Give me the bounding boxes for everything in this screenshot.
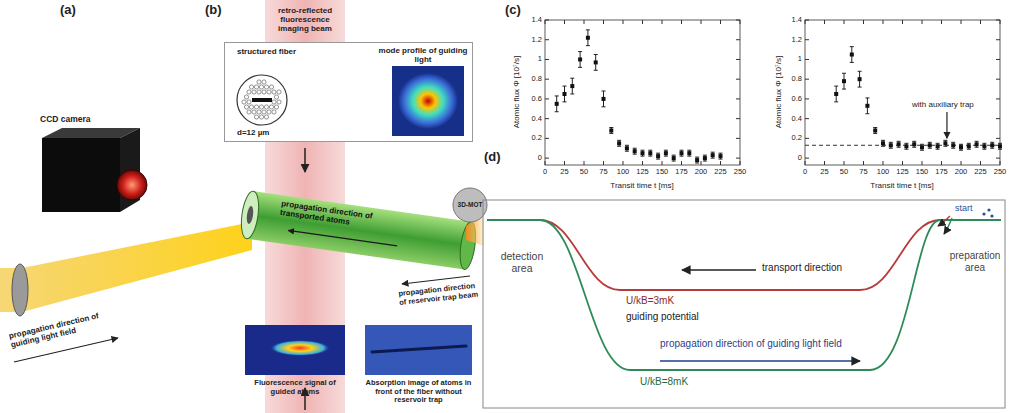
mot-cloud <box>453 188 487 222</box>
panel-label: (b) <box>205 3 222 18</box>
deep-potential <box>487 220 1001 370</box>
axis-tick: 0.6 <box>792 95 802 104</box>
axis-title: Transit time t [ms] <box>870 181 933 190</box>
axis-tick: 150 <box>916 168 929 177</box>
axis-tick: 225 <box>714 168 727 177</box>
axis-tick: 250 <box>994 168 1007 177</box>
image-caption: Fluorescence signal of guided atoms <box>243 379 347 396</box>
axis-tick: 25 <box>560 168 568 177</box>
panel-label: (a) <box>60 3 76 18</box>
direction-label: propagation direction of guiding light f… <box>660 338 842 350</box>
depth-label: U/kB=3mK <box>626 295 674 307</box>
shallow-potential <box>487 220 1001 290</box>
panel-label: (d) <box>484 150 501 165</box>
guiding-beam <box>0 222 252 312</box>
fluorescence-signal <box>270 340 330 356</box>
depth-label: U/kB=8mK <box>640 376 688 388</box>
absorption-image <box>365 325 472 375</box>
axis-title: Transit time t [ms] <box>610 181 673 190</box>
fiber-cross-section <box>237 75 287 125</box>
camera-label: CCD camera <box>40 115 91 125</box>
dimension-label: d=12 µm <box>237 128 269 137</box>
fiber-core <box>252 98 272 102</box>
axis-tick: 250 <box>734 168 747 177</box>
axis-tick: 75 <box>599 168 607 177</box>
beam-label: retro-reflected fluorescence imaging bea… <box>266 6 344 34</box>
axis-tick: 100 <box>877 168 890 177</box>
mode-profile <box>392 66 464 136</box>
inset-box: structured fiber mode profile of guiding … <box>224 42 473 142</box>
hollow-fiber <box>239 190 478 270</box>
flux-plot <box>805 20 1002 165</box>
axis-tick: 1.2 <box>792 35 802 44</box>
axis-tick: 175 <box>675 168 688 177</box>
axis-tick: 0 <box>798 154 802 163</box>
beam-arrow <box>304 148 306 172</box>
axis-tick: 50 <box>840 168 848 177</box>
mot-label: 3D-MOT <box>458 201 483 208</box>
axis-tick: 0.4 <box>792 114 802 123</box>
absorption-signal <box>372 346 466 352</box>
potential-label: guiding potential <box>626 311 699 323</box>
axis-tick: 150 <box>656 168 669 177</box>
axis-tick: 0.8 <box>532 75 542 84</box>
image-caption: Absorption image of atoms in front of th… <box>362 379 475 405</box>
inset-title: structured fiber <box>237 47 296 56</box>
axis-tick: 225 <box>974 168 987 177</box>
axis-tick: 1.4 <box>532 16 542 25</box>
area-label: preparation area <box>947 250 1003 273</box>
area-label: detection area <box>492 250 552 274</box>
axis-tick: 200 <box>695 168 708 177</box>
transport-label: propagation direction of transported ato… <box>279 199 405 235</box>
axis-tick: 0.6 <box>532 95 542 104</box>
axis-tick: 125 <box>636 168 649 177</box>
flux-plot <box>545 20 740 165</box>
axis-tick: 175 <box>935 168 948 177</box>
camera-body <box>42 138 120 212</box>
axis-tick: 1 <box>798 55 802 64</box>
axis-tick: 0 <box>543 168 547 177</box>
start-arrow <box>938 216 950 226</box>
start-arrow <box>944 218 952 234</box>
plots <box>545 20 1002 165</box>
axis-tick: 1 <box>538 55 542 64</box>
direction-label: transport direction <box>762 262 842 274</box>
axis-title: Atomic flux Φ [10⁷/s] <box>512 56 521 128</box>
annotation: with auxiliary trap <box>912 100 974 109</box>
axis-tick: 0.4 <box>532 114 542 123</box>
inset-title: mode profile of guiding light <box>377 46 469 64</box>
lens <box>12 264 28 316</box>
transport-arrow <box>682 269 756 271</box>
beam-direction-label: propagation direction of guiding light f… <box>8 306 124 350</box>
fluorescence-image <box>245 325 345 375</box>
panel-frame <box>483 200 1005 408</box>
axis-tick: 0 <box>803 168 807 177</box>
axis-tick: 0 <box>538 154 542 163</box>
camera-lens <box>117 170 147 200</box>
axis-tick: 50 <box>580 168 588 177</box>
start-label: start <box>955 203 973 213</box>
axis-tick: 25 <box>820 168 828 177</box>
mode-spot <box>398 73 458 129</box>
reservoir-label: propagation direction of reservoir trap … <box>398 281 484 307</box>
fiber-holes <box>242 80 281 119</box>
axis-tick: 75 <box>859 168 867 177</box>
light-arrow <box>660 360 860 362</box>
axis-tick: 1.2 <box>532 35 542 44</box>
axis-title: Atomic flux Φ [10⁷/s] <box>774 56 783 128</box>
axis-tick: 200 <box>955 168 968 177</box>
axis-tick: 125 <box>896 168 909 177</box>
axis-tick: 100 <box>617 168 630 177</box>
axis-tick: 1.4 <box>792 16 802 25</box>
axis-tick: 0.8 <box>792 75 802 84</box>
axis-tick: 0.2 <box>532 134 542 143</box>
inset-ground <box>224 42 472 142</box>
axis-tick: 0.2 <box>792 134 802 143</box>
panel-label: (c) <box>505 3 521 18</box>
